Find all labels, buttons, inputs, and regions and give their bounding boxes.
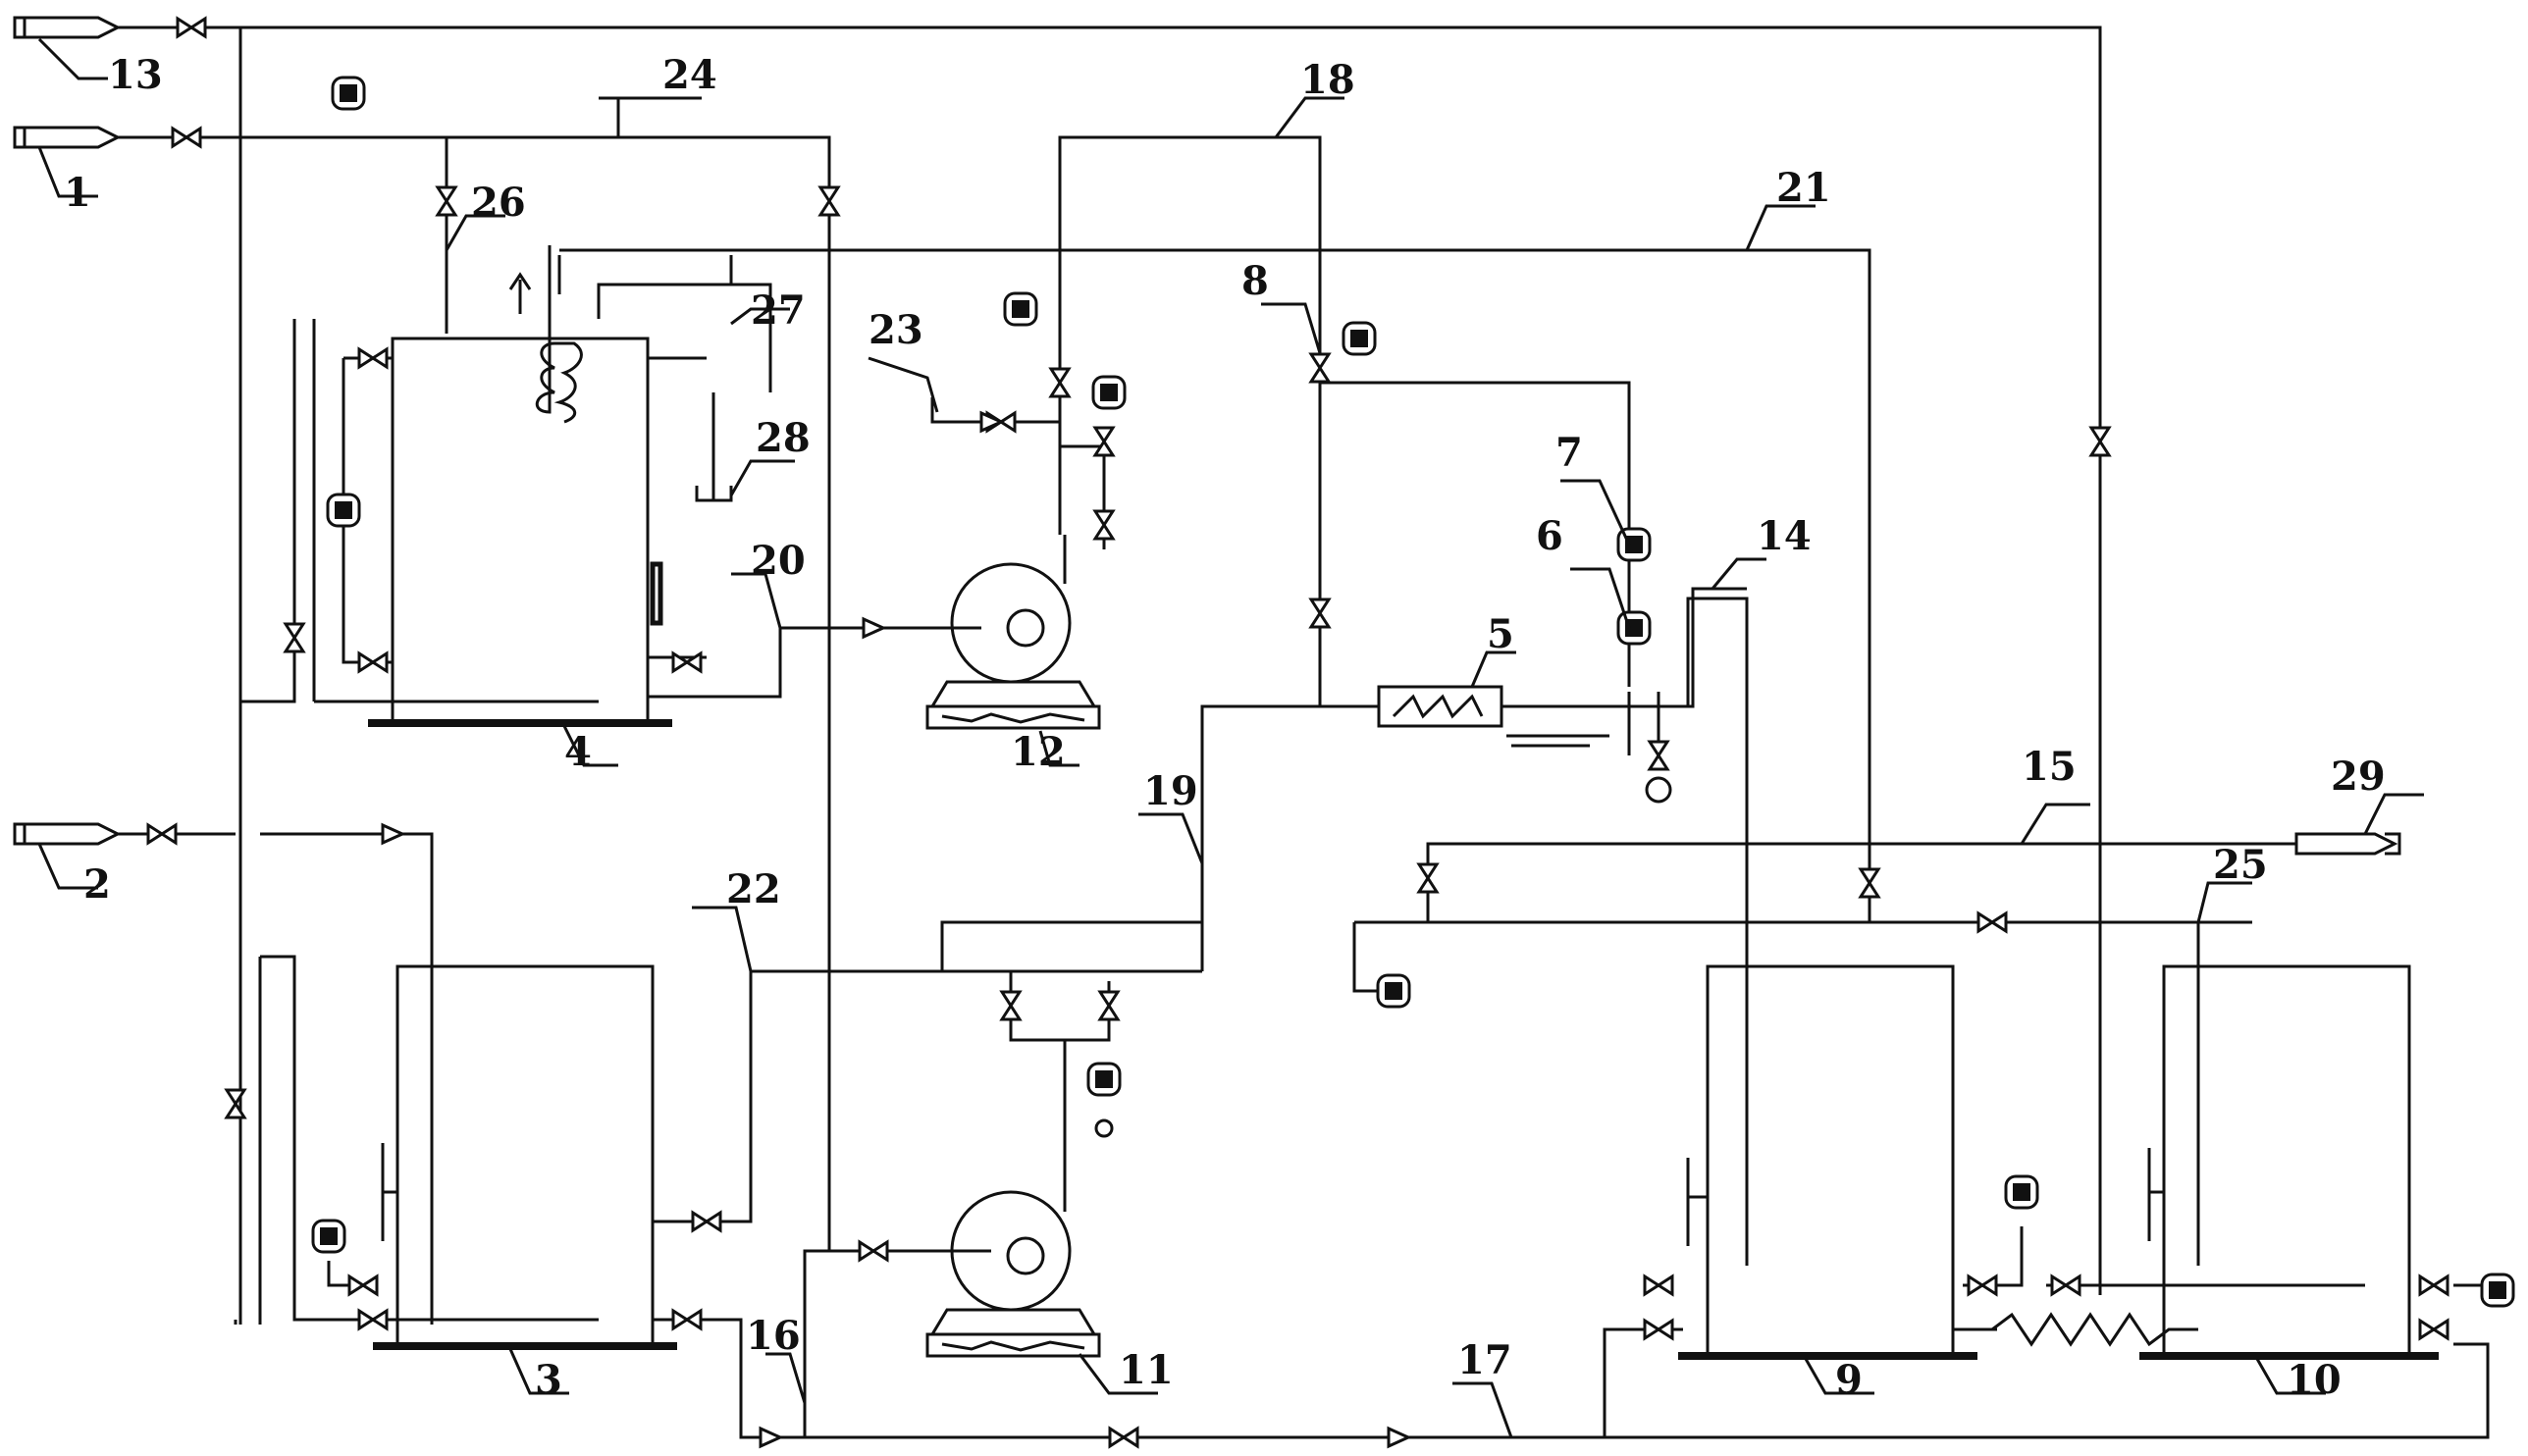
outlet-29 xyxy=(2294,832,2401,856)
tank-10 xyxy=(2139,922,2439,1360)
inlet-13 xyxy=(13,16,122,39)
label-11: 11 xyxy=(1119,1347,1174,1393)
instruments xyxy=(311,76,2515,1308)
label-12: 12 xyxy=(1011,729,1066,775)
valves xyxy=(146,17,2449,1448)
label-3: 3 xyxy=(535,1357,562,1403)
inlet-2 xyxy=(13,822,122,846)
label-22: 22 xyxy=(726,866,781,912)
leader-lines xyxy=(37,37,2424,1438)
label-18: 18 xyxy=(1300,57,1355,103)
label-1: 1 xyxy=(64,170,91,216)
label-20: 20 xyxy=(751,538,806,584)
label-2: 2 xyxy=(83,861,111,908)
label-4: 4 xyxy=(564,729,592,775)
drain-28 xyxy=(695,392,733,502)
check-valves xyxy=(381,411,1410,1448)
pump-12 xyxy=(925,535,1101,730)
label-26: 26 xyxy=(471,180,526,226)
inlet-1 xyxy=(13,126,122,149)
tank-4 xyxy=(368,245,672,727)
label-17: 17 xyxy=(1457,1337,1512,1383)
label-24: 24 xyxy=(662,52,717,98)
label-9: 9 xyxy=(1835,1357,1863,1403)
label-28: 28 xyxy=(756,415,811,461)
label-7: 7 xyxy=(1555,430,1583,476)
heat-exchanger-5 xyxy=(1377,685,1503,728)
number-labels: 13 1 2 24 26 27 28 20 18 23 21 8 5 7 6 1… xyxy=(64,52,2386,1403)
piping xyxy=(118,26,2493,1439)
label-16: 16 xyxy=(746,1313,801,1359)
label-10: 10 xyxy=(2287,1357,2342,1403)
label-19: 19 xyxy=(1143,768,1198,814)
label-6: 6 xyxy=(1536,513,1563,559)
label-5: 5 xyxy=(1487,611,1514,657)
tank-3 xyxy=(373,964,677,1350)
label-25: 25 xyxy=(2213,842,2268,888)
label-13: 13 xyxy=(108,52,163,98)
label-8: 8 xyxy=(1241,258,1269,304)
label-14: 14 xyxy=(1757,513,1812,559)
pump-11 xyxy=(925,1190,1101,1358)
label-23: 23 xyxy=(869,307,923,353)
label-29: 29 xyxy=(2331,754,2386,800)
tank-9 xyxy=(1678,964,1977,1360)
label-27: 27 xyxy=(751,287,806,334)
label-21: 21 xyxy=(1776,165,1831,211)
label-15: 15 xyxy=(2022,744,2077,790)
